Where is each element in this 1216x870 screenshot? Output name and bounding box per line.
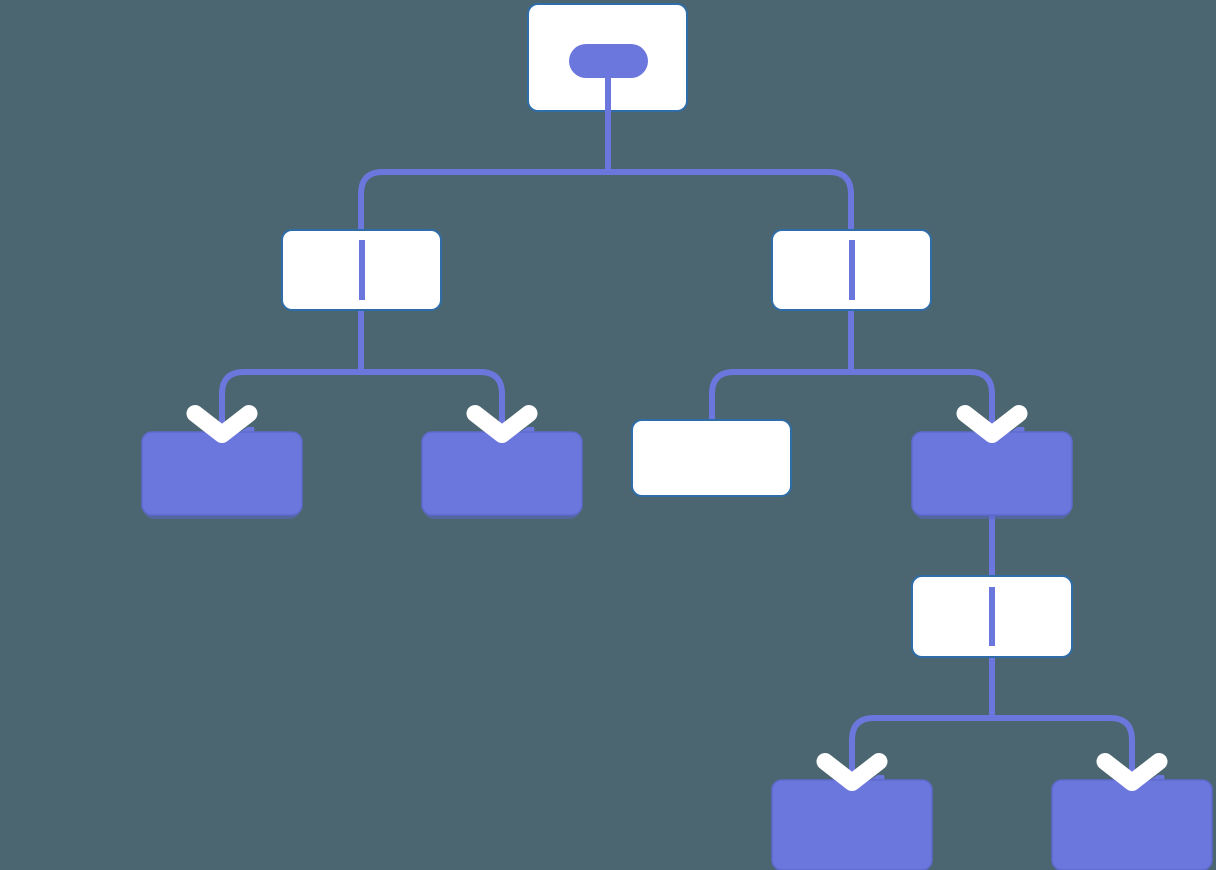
connector-node-e-to-leaf-f — [849, 715, 992, 796]
chevron-down-icon-g — [1096, 753, 1168, 791]
node-box[interactable] — [771, 779, 933, 870]
leaf-node-b[interactable] — [421, 431, 583, 519]
connector-root-to-left-branch — [358, 169, 608, 230]
node-layer — [141, 3, 1213, 870]
branch-node-left[interactable] — [281, 229, 442, 311]
leaf-node-a[interactable] — [141, 431, 303, 519]
leaf-node-f[interactable] — [771, 779, 933, 870]
branch-node-e[interactable] — [911, 575, 1073, 658]
node-stem — [605, 78, 611, 118]
connector-node-e-to-leaf-g — [992, 715, 1132, 796]
node-box[interactable] — [631, 419, 792, 497]
chevron-down-icon-f — [816, 753, 888, 791]
node-box[interactable] — [1051, 779, 1213, 870]
plain-node-c[interactable] — [631, 419, 792, 497]
node-pill-badge — [569, 44, 648, 78]
root-node[interactable] — [527, 3, 688, 118]
node-box[interactable] — [421, 431, 583, 516]
connector-right-branch-to-node-d — [851, 369, 992, 448]
branch-node-right[interactable] — [771, 229, 932, 311]
node-passthrough-line — [989, 587, 995, 646]
chevron-layer — [186, 405, 1168, 791]
chevron-down-icon-a — [186, 405, 258, 443]
connector-left-branch-to-leaf-a — [219, 369, 361, 448]
branch-node-d[interactable] — [911, 431, 1073, 519]
node-box[interactable] — [141, 431, 303, 516]
node-box[interactable] — [911, 431, 1073, 516]
chevron-down-icon-d — [956, 405, 1028, 443]
chevron-down-icon-b — [466, 405, 538, 443]
connector-layer — [219, 111, 1132, 796]
node-passthrough-line — [359, 240, 365, 300]
connector-root-to-right-branch — [608, 169, 854, 230]
connector-right-branch-to-plain-c — [709, 369, 851, 420]
connector-left-branch-to-leaf-b — [361, 369, 502, 448]
node-passthrough-line — [849, 240, 855, 300]
leaf-node-g[interactable] — [1051, 779, 1213, 870]
